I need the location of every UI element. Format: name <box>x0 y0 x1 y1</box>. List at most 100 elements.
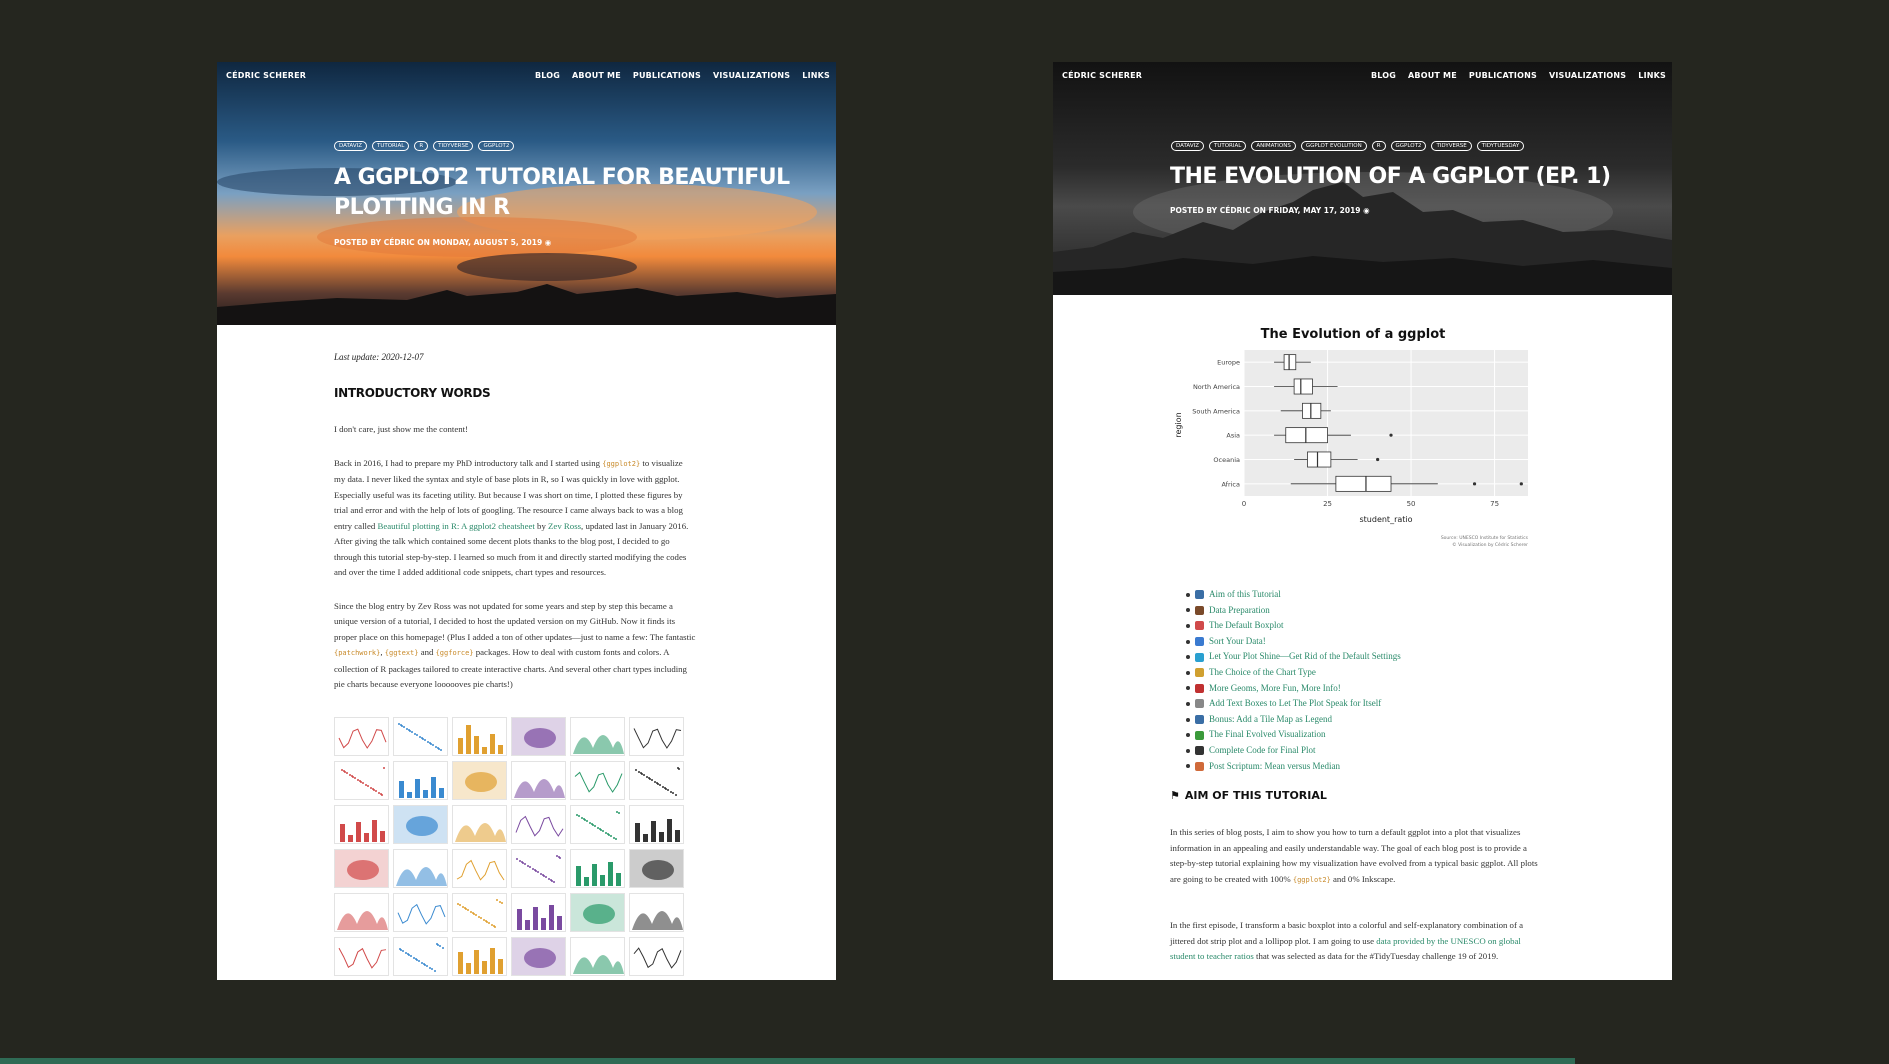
toc-link[interactable]: Add Text Boxes to Let The Plot Speak for… <box>1209 698 1382 709</box>
toc-item: More Geoms, More Fun, More Info! <box>1186 681 1401 697</box>
toc-emoji-icon <box>1195 621 1204 631</box>
gallery-thumbnail[interactable] <box>570 892 625 932</box>
bullet-icon <box>1186 655 1190 660</box>
top-navbar: CÉDRIC SCHERER BLOG ABOUT ME PUBLICATION… <box>1062 71 1666 80</box>
tag[interactable]: GGPLOT2 <box>478 141 515 151</box>
last-updated: Last update: 2020-12-07 <box>334 352 424 362</box>
nav-link-blog[interactable]: BLOG <box>1370 71 1397 80</box>
gallery-thumbnail[interactable] <box>452 716 507 756</box>
nav-link-links[interactable]: LINKS <box>802 71 830 80</box>
nav-link-about[interactable]: ABOUT ME <box>1408 71 1457 80</box>
gallery-thumbnail[interactable] <box>334 936 389 976</box>
gallery-thumbnail[interactable] <box>511 892 566 932</box>
gallery-thumbnail[interactable] <box>393 716 448 756</box>
gallery-thumbnail[interactable] <box>393 804 448 844</box>
toc-link[interactable]: Aim of this Tutorial <box>1209 589 1281 599</box>
gallery-thumbnail[interactable] <box>570 716 625 756</box>
tag[interactable]: R <box>1371 141 1386 151</box>
toc-item: Sort Your Data! <box>1186 634 1401 650</box>
toc-link[interactable]: The Final Evolved Visualization <box>1209 729 1326 740</box>
nav-link-blog[interactable]: BLOG <box>534 71 561 80</box>
gallery-thumbnail[interactable] <box>629 716 684 756</box>
gallery-thumbnail[interactable] <box>452 760 507 800</box>
gallery-thumbnail[interactable] <box>570 936 625 976</box>
gallery-thumbnail[interactable] <box>393 892 448 932</box>
gallery-thumbnail[interactable] <box>511 760 566 800</box>
gallery-thumbnail[interactable] <box>393 936 448 976</box>
gallery-thumbnail[interactable] <box>511 848 566 888</box>
y-tick-label: North America <box>1193 383 1240 391</box>
cheatsheet-link[interactable]: Beautiful plotting in R: A ggplot2 cheat… <box>377 520 535 531</box>
gallery-thumbnail[interactable] <box>629 936 684 976</box>
nav-link-about[interactable]: ABOUT ME <box>572 71 621 80</box>
post-body: Last update: 2020-12-07 INTRODUCTORY WOR… <box>217 352 836 976</box>
gallery-thumbnail[interactable] <box>393 760 448 800</box>
chart-thumbnail-image <box>633 946 682 969</box>
gallery-thumbnail[interactable] <box>511 716 566 756</box>
toc-link[interactable]: More Geoms, More Fun, More Info! <box>1209 682 1341 693</box>
bullet-icon <box>1186 623 1190 628</box>
gallery-thumbnail[interactable] <box>570 804 625 844</box>
nav-link-visualizations[interactable]: VISUALIZATIONS <box>1548 71 1627 80</box>
toc-link[interactable]: Let Your Plot Shine—Get Rid of the Defau… <box>1209 651 1401 662</box>
gallery-thumbnail[interactable] <box>511 804 566 844</box>
gallery-thumbnail[interactable] <box>393 848 448 888</box>
tag[interactable]: GGPLOT EVOLUTION <box>1300 141 1367 151</box>
toc-item: Complete Code for Final Plot <box>1186 743 1401 759</box>
gallery-thumbnail[interactable] <box>570 760 625 800</box>
post-meta: POSTED BY CÉDRIC ON MONDAY, AUGUST 5, 20… <box>334 238 552 247</box>
toc-link[interactable]: Bonus: Add a Tile Map as Legend <box>1209 713 1332 724</box>
gallery-thumbnail[interactable] <box>629 804 684 844</box>
tag[interactable]: DATAVIZ <box>334 141 367 151</box>
nav-link-visualizations[interactable]: VISUALIZATIONS <box>712 71 791 80</box>
nav-links: BLOG ABOUT ME PUBLICATIONS VISUALIZATION… <box>1371 71 1666 80</box>
gallery-thumbnail[interactable] <box>334 804 389 844</box>
unesco-data-link[interactable]: data provided by the UNESCO on global st… <box>1170 935 1521 962</box>
gallery-thumbnail[interactable] <box>334 760 389 800</box>
toc-link[interactable]: The Choice of the Chart Type <box>1209 666 1316 677</box>
tag[interactable]: TIDYTUESDAY <box>1476 141 1525 151</box>
tag[interactable]: R <box>414 141 429 151</box>
bullet-icon <box>1186 717 1190 722</box>
progress-bar <box>0 1058 1889 1064</box>
gallery-thumbnail[interactable] <box>452 848 507 888</box>
zev-ross-link[interactable]: Zev Ross <box>548 520 582 531</box>
tag[interactable]: DATAVIZ <box>1171 141 1204 151</box>
chart-thumbnail-image <box>576 810 620 840</box>
skip-link[interactable]: I don't care, just show me the content! <box>334 424 468 434</box>
box <box>1335 475 1392 492</box>
top-navbar: CÉDRIC SCHERER BLOG ABOUT ME PUBLICATION… <box>226 71 830 80</box>
tag[interactable]: TUTORIAL <box>371 141 410 151</box>
site-brand[interactable]: CÉDRIC SCHERER <box>226 71 307 80</box>
hero-banner: CÉDRIC SCHERER BLOG ABOUT ME PUBLICATION… <box>217 62 836 325</box>
chart-thumbnail-image <box>396 866 447 886</box>
gallery-thumbnail[interactable] <box>629 892 684 932</box>
gallery-thumbnail[interactable] <box>452 936 507 976</box>
tag[interactable]: TUTORIAL <box>1208 141 1247 151</box>
gallery-thumbnail[interactable] <box>334 848 389 888</box>
nav-link-publications[interactable]: PUBLICATIONS <box>1468 71 1537 80</box>
toc-link[interactable]: The Default Boxplot <box>1209 620 1284 631</box>
tag[interactable]: ANIMATIONS <box>1251 141 1296 151</box>
gallery-thumbnail[interactable] <box>629 760 684 800</box>
gallery-thumbnail[interactable] <box>511 936 566 976</box>
gallery-thumbnail[interactable] <box>570 848 625 888</box>
toc-emoji-icon <box>1195 652 1204 662</box>
outlier-point <box>1389 433 1393 437</box>
chart-thumbnail-image <box>456 859 505 881</box>
toc-link[interactable]: Post Scriptum: Mean versus Median <box>1209 760 1340 771</box>
gallery-thumbnail[interactable] <box>452 892 507 932</box>
toc-link[interactable]: Sort Your Data! <box>1209 635 1266 646</box>
gallery-thumbnail[interactable] <box>452 804 507 844</box>
tag[interactable]: TIDYVERSE <box>433 141 474 151</box>
site-brand[interactable]: CÉDRIC SCHERER <box>1062 71 1143 80</box>
gallery-thumbnail[interactable] <box>334 716 389 756</box>
tag[interactable]: TIDYVERSE <box>1431 141 1472 151</box>
nav-link-links[interactable]: LINKS <box>1638 71 1666 80</box>
toc-link[interactable]: Complete Code for Final Plot <box>1209 744 1316 755</box>
tag[interactable]: GGPLOT2 <box>1390 141 1427 151</box>
gallery-thumbnail[interactable] <box>334 892 389 932</box>
toc-link[interactable]: Data Preparation <box>1209 604 1270 615</box>
gallery-thumbnail[interactable] <box>629 848 684 888</box>
nav-link-publications[interactable]: PUBLICATIONS <box>632 71 701 80</box>
